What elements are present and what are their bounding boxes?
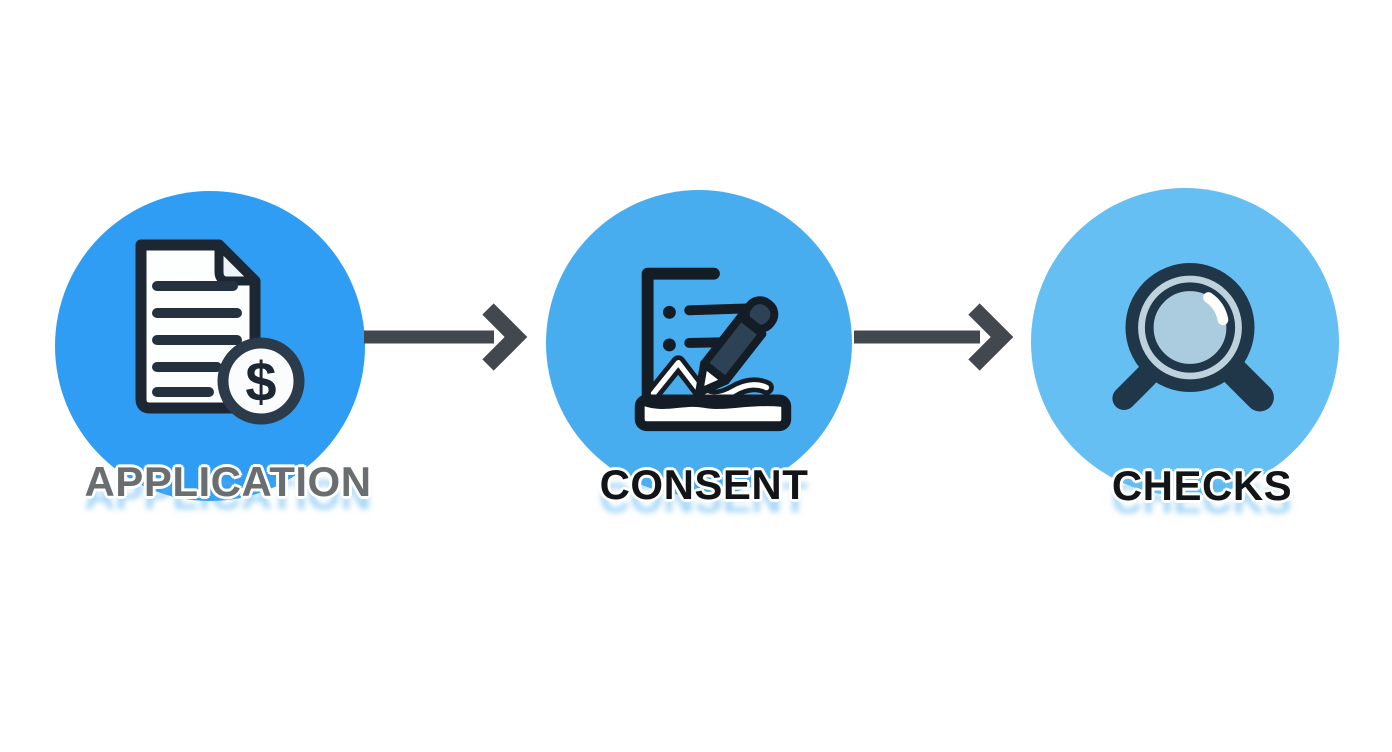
step-circle-consent (546, 190, 852, 496)
step-circle-application: $ (55, 191, 365, 501)
step-label-application: APPLICATION (84, 458, 372, 505)
arrow-consent-to-checks (854, 303, 1014, 371)
dollar-sign: $ (245, 350, 276, 413)
document-dollar-icon: $ (135, 239, 305, 425)
arrow-application-to-consent (364, 303, 528, 371)
magnifying-glass-icon (1112, 263, 1274, 412)
step-circle-checks (1031, 188, 1339, 496)
step-label-consent: CONSENT (599, 461, 809, 508)
signature-pencil-icon (634, 267, 792, 432)
step-label-checks: CHECKS (1111, 462, 1293, 509)
